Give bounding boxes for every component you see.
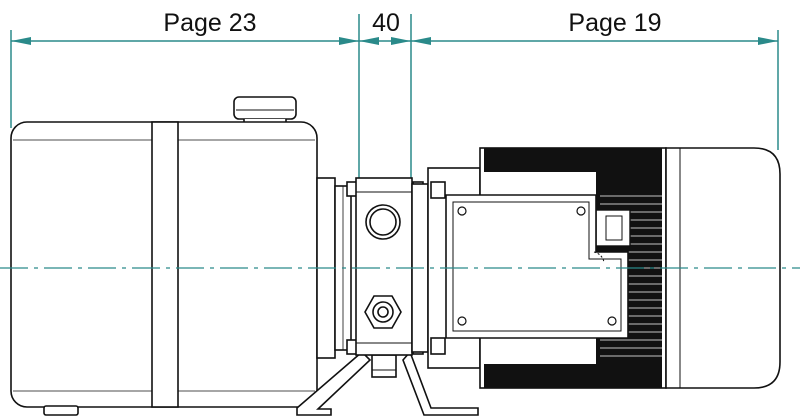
- cooling-fins-bottom: [484, 364, 662, 388]
- screw: [457, 206, 467, 216]
- adapter-bolt: [430, 181, 446, 199]
- arrowhead: [411, 37, 431, 45]
- port-plug-inner: [369, 208, 397, 236]
- screw: [576, 206, 586, 216]
- electric-motor: [445, 147, 781, 389]
- valve-manifold: [296, 177, 479, 416]
- screw: [457, 316, 467, 326]
- adapter-bolt: [430, 337, 446, 355]
- arrowhead: [359, 37, 379, 45]
- arrowhead: [758, 37, 778, 45]
- dimension-label-middle: 40: [372, 9, 400, 37]
- oil-tank: [10, 96, 352, 416]
- mounting-foot-right: [402, 350, 479, 416]
- filler-cap: [233, 96, 297, 120]
- terminal-box: [445, 194, 629, 339]
- dimension-label-left: Page 23: [163, 9, 256, 37]
- arrowhead: [339, 37, 359, 45]
- pressure-fitting-core: [377, 306, 389, 318]
- mounting-foot-left: [296, 350, 372, 416]
- cooling-fins-top: [484, 148, 662, 172]
- terminal-box-screws: [457, 206, 617, 326]
- arrowhead: [11, 37, 31, 45]
- drain-plug: [43, 405, 79, 416]
- dimension-label-right: Page 19: [568, 9, 661, 37]
- arrowhead: [391, 37, 411, 45]
- dimension-lines: [10, 14, 779, 178]
- bracket-spacer: [371, 354, 397, 378]
- screw: [607, 316, 617, 326]
- tank-band: [151, 121, 179, 408]
